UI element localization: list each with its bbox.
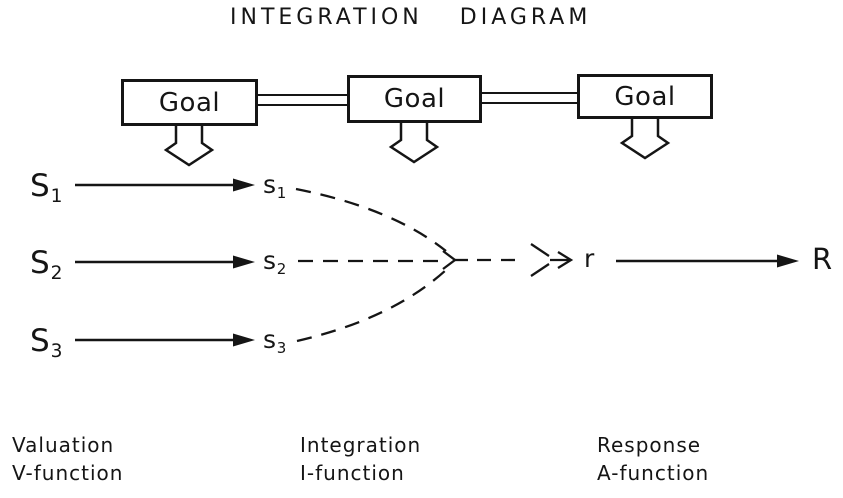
junction-to-r-arrow-head	[557, 251, 574, 269]
integration-junction-point	[442, 250, 457, 270]
s1-input-arrow-head	[233, 178, 255, 192]
integration-junction	[442, 250, 468, 270]
goal-box-3-label: Goal	[614, 81, 676, 112]
implicit-response-label: r	[584, 244, 595, 273]
subjective-s3-base: s	[263, 325, 277, 354]
overt-response-label: R	[812, 242, 833, 276]
response-function-text: A-function	[597, 461, 710, 485]
integration-function-label: Integration I-function	[300, 431, 421, 487]
goal-box-1-label: Goal	[158, 87, 221, 118]
goal-box-2: Goal	[347, 75, 482, 123]
stimulus-S2-label: S2	[30, 245, 62, 283]
subjective-s2-label: s2	[263, 246, 286, 276]
integration-function-text: I-function	[300, 461, 405, 485]
junction-to-r-dashed-arrow	[477, 243, 574, 277]
stimulus-S3-label: S3	[30, 323, 62, 361]
goal-down-arrow-1	[163, 125, 215, 167]
stimulus-S1-label: S1	[30, 168, 62, 206]
goal-connector-1	[258, 94, 347, 106]
junction-to-r-chevron-bottom	[530, 263, 550, 277]
subjective-s2-sub: 2	[276, 259, 287, 278]
goal-down-arrow-3	[619, 118, 671, 160]
s1-integration-curve	[295, 187, 447, 252]
subjective-s3-label: s3	[263, 325, 286, 355]
r-to-R-arrow	[616, 254, 799, 268]
subjective-s1-base: s	[263, 170, 277, 199]
goal-down-arrow-2	[388, 122, 440, 164]
integration-process-text: Integration	[300, 433, 422, 457]
s1-input-arrow	[75, 178, 255, 192]
subjective-s3-sub: 3	[276, 338, 287, 357]
goal-connector-2	[482, 92, 577, 104]
goal-box-3: Goal	[577, 74, 713, 119]
diagram-title: INTEGRATION DIAGRAM	[230, 5, 592, 30]
s3-integration-curve	[296, 269, 447, 343]
valuation-process-text: Valuation	[12, 433, 115, 457]
s3-input-arrow	[75, 333, 255, 347]
s2-input-arrow-head	[233, 255, 255, 269]
s3-input-arrow-head	[233, 333, 255, 347]
subjective-s2-base: s	[263, 246, 277, 275]
stimulus-S1-base: S	[30, 168, 50, 204]
goal-box-2-label: Goal	[383, 84, 446, 114]
stimulus-S3-base: S	[30, 323, 50, 359]
valuation-function-label: Valuation V-function	[12, 431, 123, 487]
stimulus-S2-sub: 2	[50, 262, 63, 284]
subjective-s1-label: s1	[263, 170, 286, 200]
response-function-label: Response A-function	[597, 431, 709, 487]
valuation-function-text: V-function	[12, 461, 124, 485]
response-process-text: Response	[597, 433, 702, 457]
stimulus-S1-sub: 1	[50, 185, 63, 207]
subjective-s1-sub: 1	[276, 183, 287, 202]
stimulus-S2-base: S	[30, 245, 50, 281]
junction-to-r-chevron-top	[530, 243, 550, 257]
goal-box-1: Goal	[121, 79, 258, 126]
r-to-R-arrow-head	[777, 254, 799, 268]
stimulus-S3-sub: 3	[50, 340, 63, 362]
s2-input-arrow	[75, 255, 255, 269]
